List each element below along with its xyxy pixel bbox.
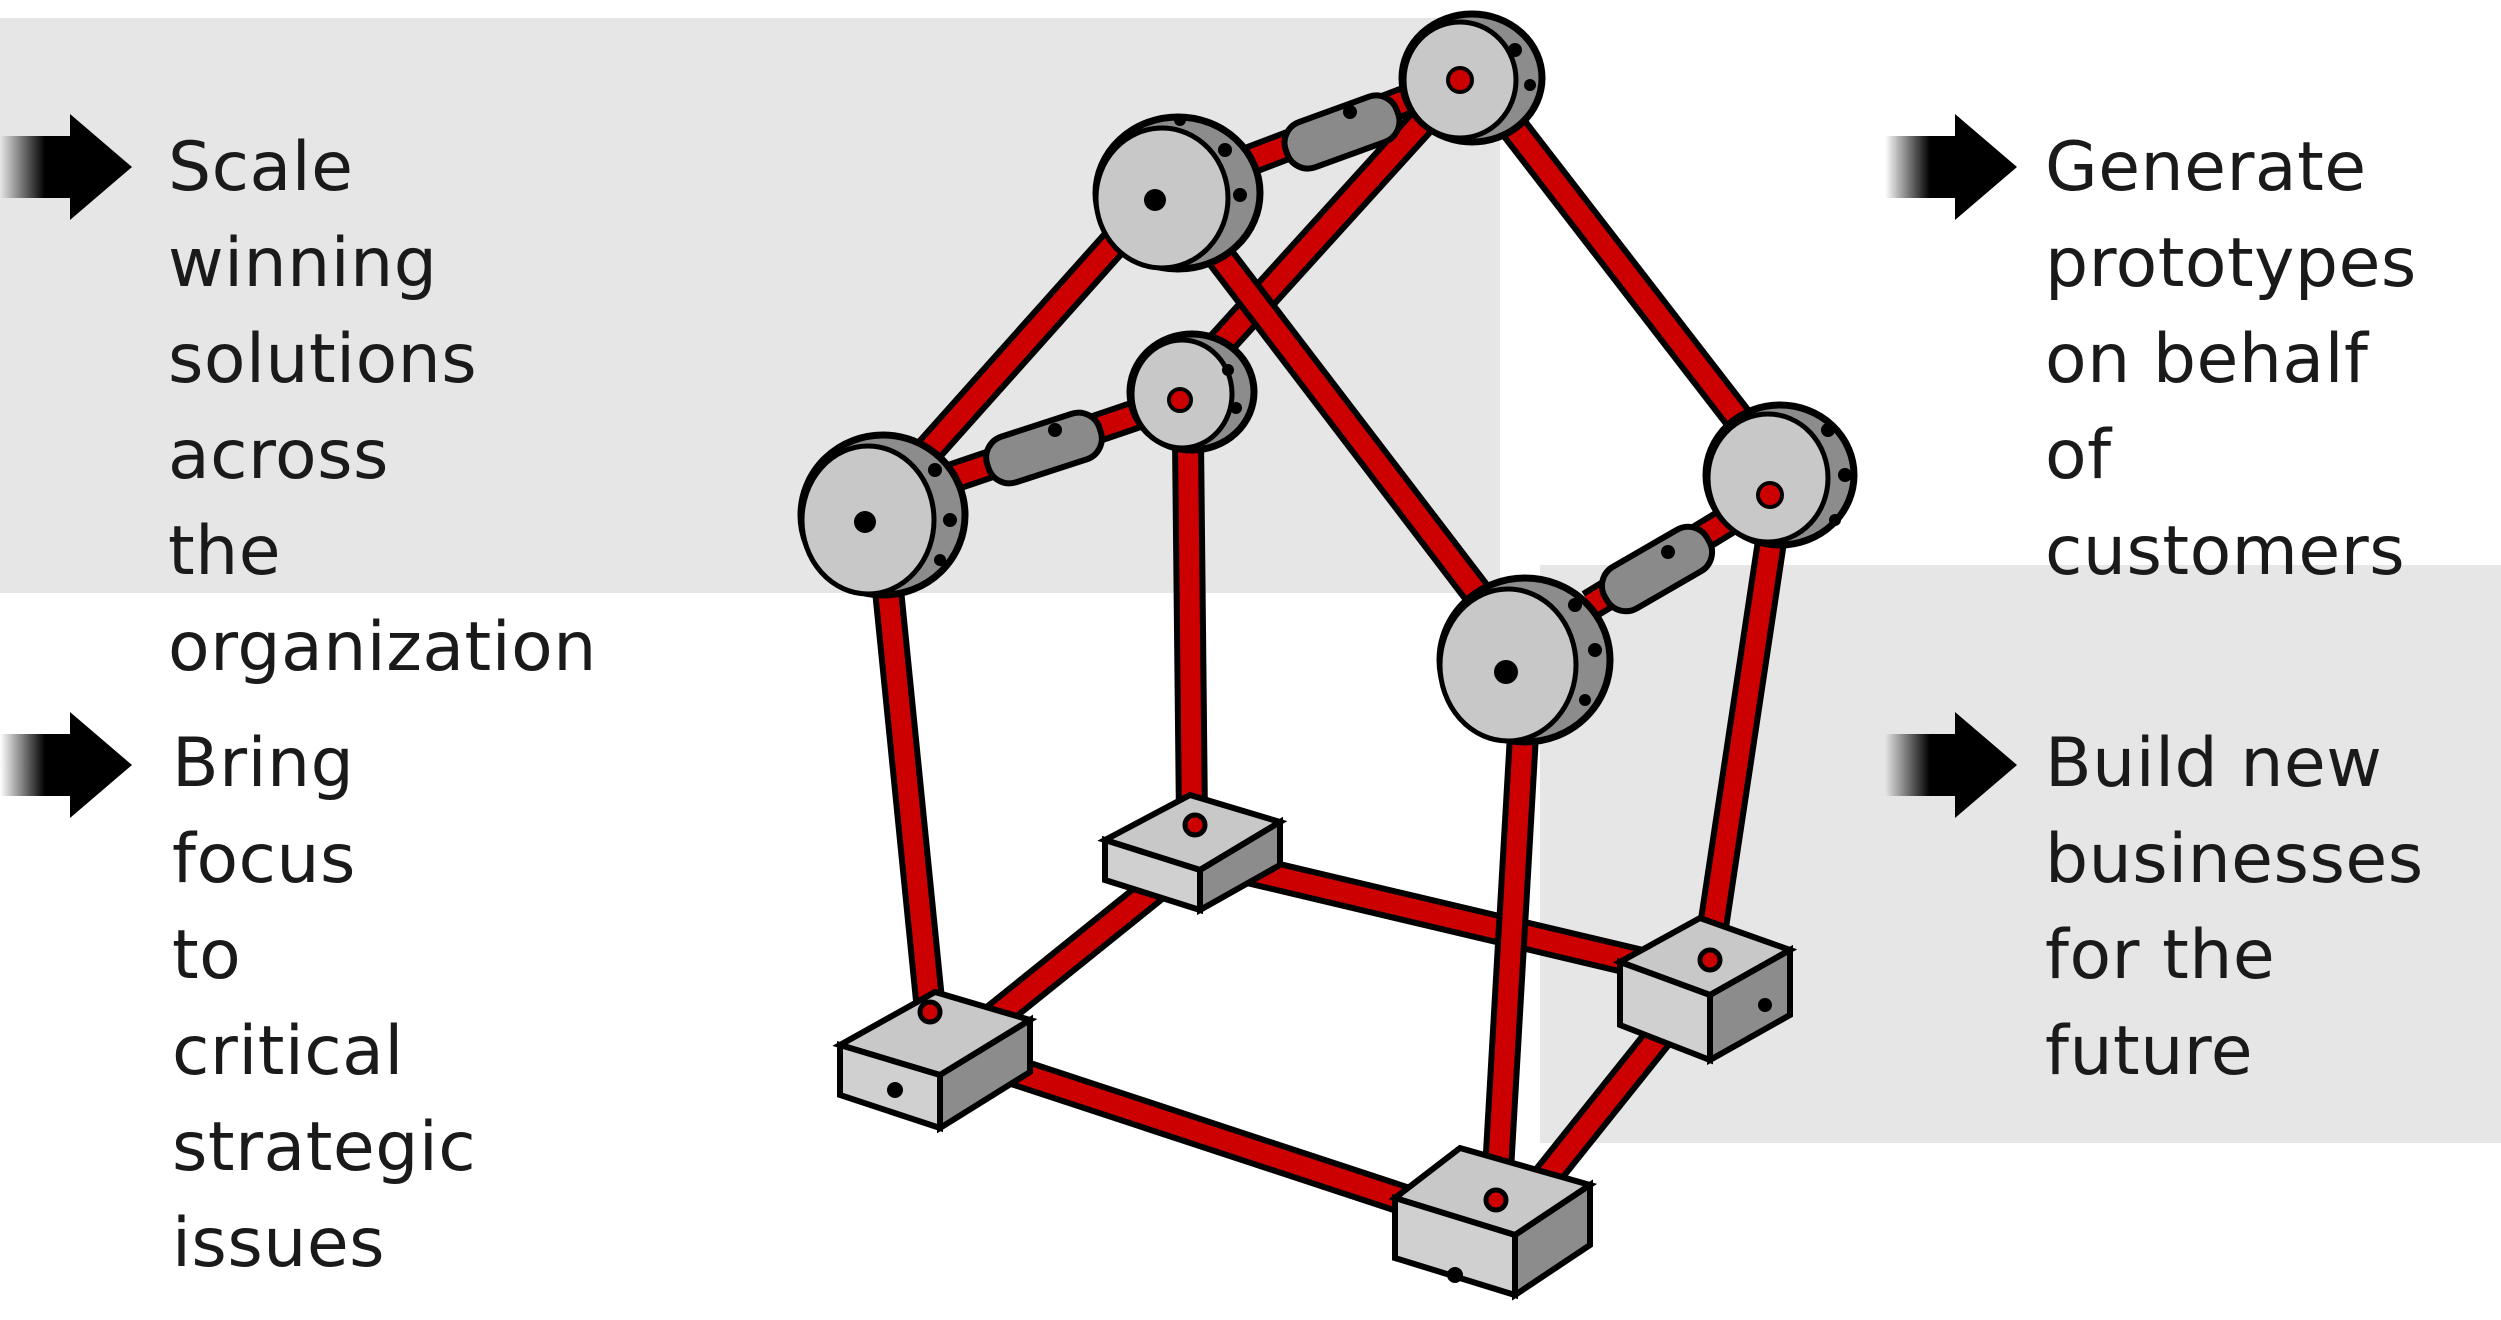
base-block bbox=[1097, 791, 1288, 916]
item-label: Generate prototypes on behalf of custome… bbox=[2045, 128, 2417, 591]
joint bbox=[1398, 10, 1546, 146]
rod bbox=[908, 214, 1142, 471]
joint bbox=[1126, 330, 1258, 454]
connector bbox=[1281, 92, 1403, 172]
arrow-right-icon bbox=[1885, 712, 2017, 818]
base-block bbox=[1612, 914, 1798, 1066]
joint bbox=[1436, 574, 1614, 746]
rod bbox=[1236, 852, 1654, 981]
rod bbox=[869, 558, 946, 1012]
rod bbox=[1480, 699, 1541, 1206]
connector bbox=[1598, 523, 1716, 615]
arrow-right-icon bbox=[0, 114, 132, 220]
connector bbox=[983, 409, 1105, 487]
rod bbox=[1692, 492, 1794, 963]
arrow-right-icon bbox=[1885, 114, 2017, 220]
item-label: Scale winning solutions across the organ… bbox=[168, 128, 597, 687]
rod bbox=[1172, 439, 1208, 821]
rod bbox=[1202, 240, 1503, 620]
arrow-right-icon bbox=[0, 712, 132, 818]
item-label: Build new businesses for the future bbox=[2045, 724, 2424, 1091]
rod bbox=[989, 1049, 1426, 1221]
joint bbox=[1092, 113, 1264, 273]
item-label: Bring focus to critical strategic issues bbox=[172, 724, 477, 1283]
base-block bbox=[832, 988, 1038, 1134]
base-block bbox=[1388, 1144, 1598, 1301]
joint bbox=[797, 431, 969, 599]
joint bbox=[1702, 401, 1858, 549]
rod bbox=[1487, 100, 1768, 450]
